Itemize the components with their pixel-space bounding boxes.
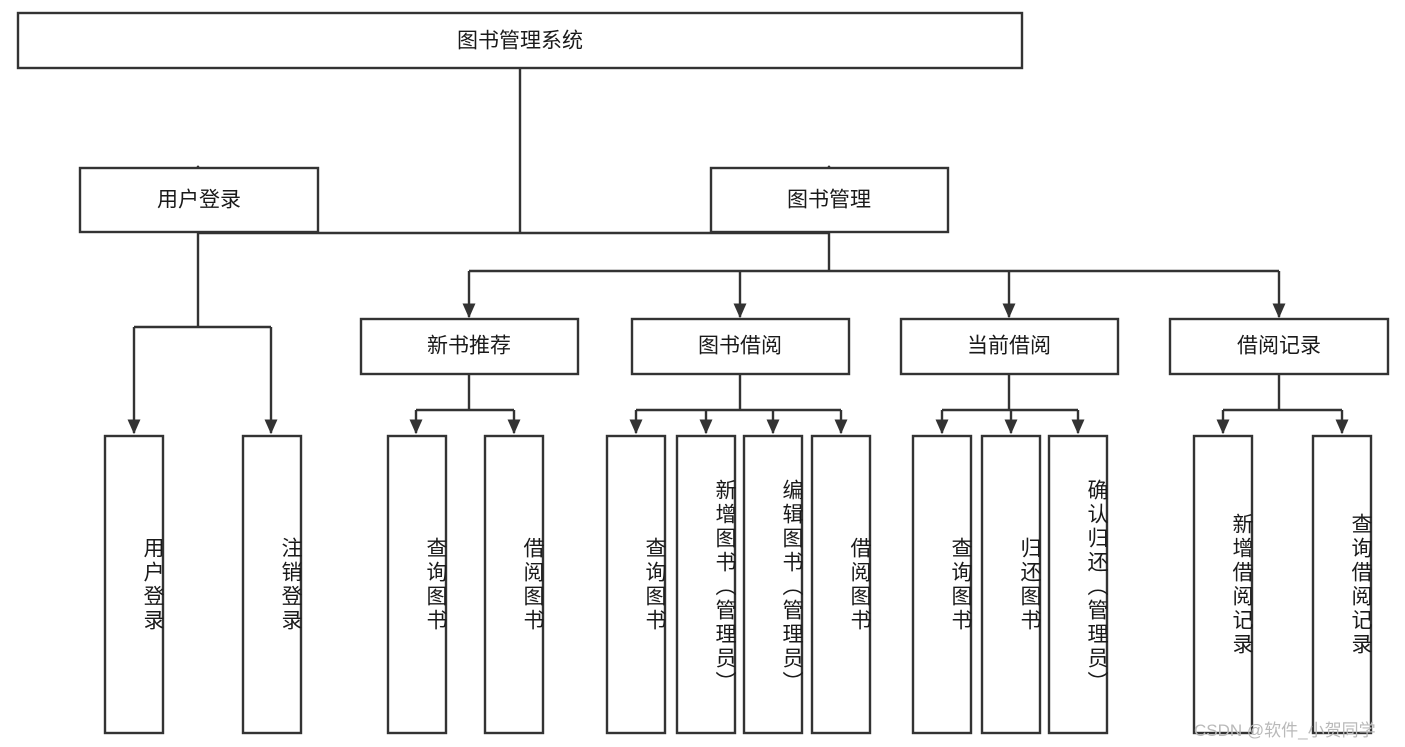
node-user-login[interactable]: 用户登录 [78,166,320,234]
node-leaf-add-borrow-record-box[interactable] [1192,434,1254,735]
node-leaf-user-login-box[interactable] [103,434,165,735]
node-root[interactable]: 图书管理系统 [16,11,1024,70]
node-user-login-box[interactable] [78,166,320,234]
node-leaf-confirm-return-admin-box[interactable] [1047,434,1109,735]
node-new-book-recommend-label: 新书推荐 [427,335,511,358]
node-leaf-borrow-book-1-box[interactable] [483,434,545,735]
node-borrow-record-box[interactable] [1168,317,1390,376]
node-leaf-query-borrow-record-box[interactable] [1311,434,1373,735]
node-layer: 图书管理系统 用户登录 图书管理 新书推荐 图书借阅 [16,11,1390,735]
node-borrow-record[interactable]: 借阅记录 [1168,317,1390,376]
node-leaf-add-book-admin-box[interactable] [675,434,737,735]
node-current-borrow-label: 当前借阅 [967,335,1051,358]
node-leaf-borrow-book-2-box[interactable] [810,434,872,735]
connector-layer [127,68,1349,435]
node-book-borrow-box[interactable] [630,317,851,376]
node-book-borrow-label: 图书借阅 [698,335,782,358]
node-book-management-label: 图书管理 [787,189,871,212]
node-book-management[interactable]: 图书管理 [709,166,950,234]
node-user-login-label: 用户登录 [157,189,241,212]
node-book-borrow[interactable]: 图书借阅 [630,317,851,376]
node-current-borrow[interactable]: 当前借阅 [899,317,1120,376]
csdn-watermark: CSDN @软件_小贺同学 [1194,721,1376,740]
node-root-box[interactable] [16,11,1024,70]
node-leaf-return-book-box[interactable] [980,434,1042,735]
node-leaf-query-book-1-box[interactable] [386,434,448,735]
node-leaf-query-book-3-box[interactable] [911,434,973,735]
node-new-book-recommend[interactable]: 新书推荐 [359,317,580,376]
node-leaf-query-book-2-box[interactable] [605,434,667,735]
node-new-book-recommend-box[interactable] [359,317,580,376]
node-leaf-edit-book-admin-box[interactable] [742,434,804,735]
node-current-borrow-box[interactable] [899,317,1120,376]
node-book-management-box[interactable] [709,166,950,234]
node-borrow-record-label: 借阅记录 [1237,335,1321,358]
node-root-label: 图书管理系统 [457,30,583,53]
node-leaf-logout-login-box[interactable] [241,434,303,735]
